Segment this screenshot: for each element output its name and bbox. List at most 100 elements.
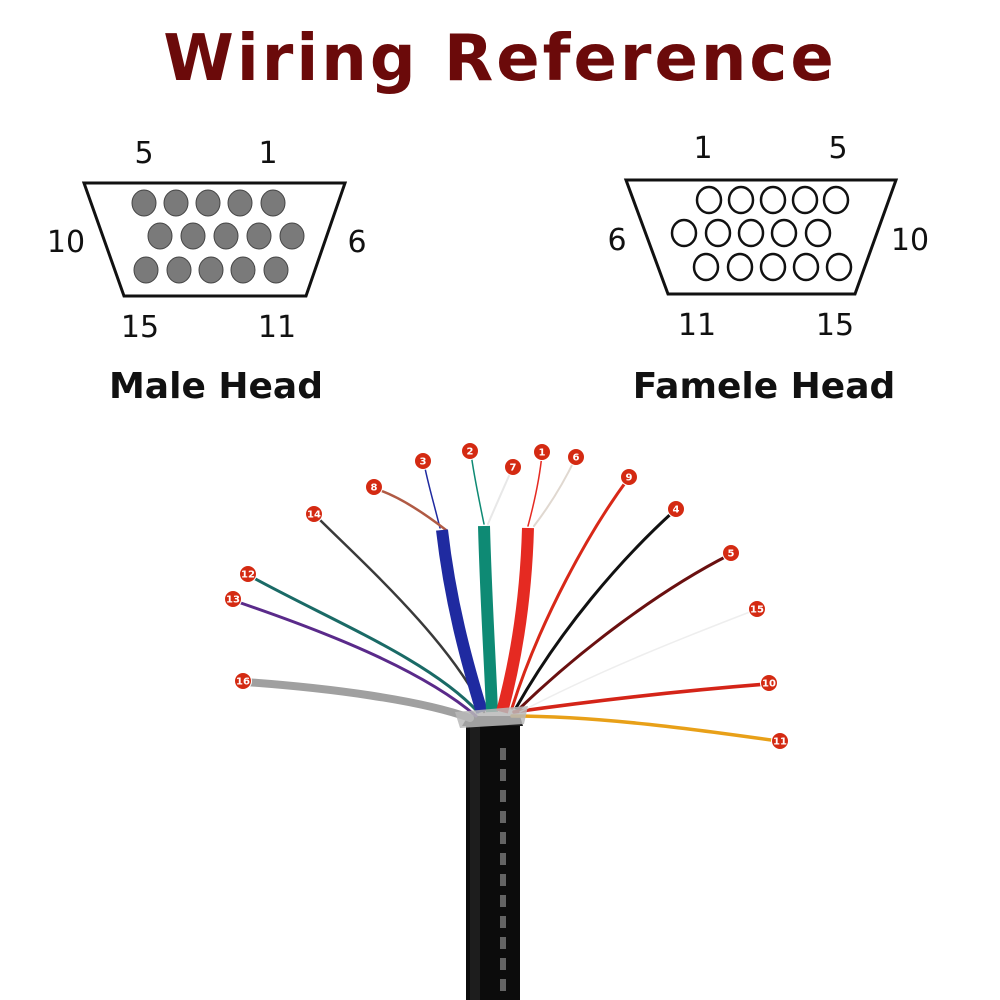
wire-badge-number-4: 4 bbox=[673, 505, 680, 516]
female-pin-10 bbox=[804, 218, 832, 248]
wire-badge-16 bbox=[234, 672, 252, 690]
jacket-print-mark bbox=[500, 895, 506, 907]
female-pin-11 bbox=[692, 252, 720, 282]
female-pin-3 bbox=[759, 185, 787, 215]
female-pin-9 bbox=[770, 218, 798, 248]
wire-badge-12 bbox=[239, 565, 257, 583]
wire-badge-14 bbox=[305, 505, 323, 523]
wire-badge-number-9: 9 bbox=[626, 473, 633, 484]
female-pin-4 bbox=[791, 185, 819, 215]
diagram-title: Wiring Reference bbox=[163, 22, 837, 96]
female-pin-label-5: 5 bbox=[828, 131, 847, 166]
cable-jacket-print bbox=[500, 748, 506, 991]
wire-badge-2 bbox=[461, 442, 479, 460]
wire-badge-number-6: 6 bbox=[573, 453, 580, 464]
female-pin-label-10: 10 bbox=[891, 223, 929, 258]
wire-badge-number-8: 8 bbox=[371, 483, 378, 494]
core-insulation-1 bbox=[496, 527, 534, 714]
male-pin-label-15: 15 bbox=[121, 310, 159, 345]
jacket-print-mark bbox=[500, 748, 506, 760]
jacket-print-mark bbox=[500, 811, 506, 823]
wire-badge-number-7: 7 bbox=[510, 463, 517, 474]
wire-badge-5 bbox=[722, 544, 740, 562]
jacket-print-mark bbox=[500, 832, 506, 844]
female-head-label: Famele Head bbox=[632, 366, 896, 407]
male-pin-1 bbox=[260, 189, 286, 217]
wire-badge-7 bbox=[504, 458, 522, 476]
male-pin-label-10: 10 bbox=[47, 225, 85, 260]
male-pin-13 bbox=[198, 256, 224, 284]
female-pin-14 bbox=[792, 252, 820, 282]
wire-badge-number-15: 15 bbox=[750, 605, 764, 616]
core-insulation-3 bbox=[436, 529, 488, 714]
female-pin-2 bbox=[727, 185, 755, 215]
wire-badge-number-5: 5 bbox=[728, 549, 735, 560]
jacket-print-mark bbox=[500, 979, 506, 991]
wire-badge-number-11: 11 bbox=[773, 737, 787, 748]
jacket-print-mark bbox=[500, 769, 506, 781]
wire-badge-6 bbox=[567, 448, 585, 466]
wire-badge-number-3: 3 bbox=[420, 457, 427, 468]
female-pin-7 bbox=[704, 218, 732, 248]
male-pin-9 bbox=[180, 222, 206, 250]
male-pin-label-5: 5 bbox=[134, 136, 153, 171]
male-pin-12 bbox=[230, 256, 256, 284]
female-pin-5 bbox=[822, 185, 850, 215]
female-pin-15 bbox=[825, 252, 853, 282]
male-head-label: Male Head bbox=[108, 366, 323, 407]
male-pin-6 bbox=[279, 222, 305, 250]
wire-badge-number-2: 2 bbox=[467, 447, 474, 458]
wire-2 bbox=[470, 452, 485, 525]
male-pin-3 bbox=[195, 189, 221, 217]
wire-badge-number-13: 13 bbox=[226, 595, 240, 606]
jacket-print-mark bbox=[500, 937, 506, 949]
male-pin-label-6: 6 bbox=[347, 225, 366, 260]
core-insulation-2 bbox=[478, 525, 498, 713]
jacket-print-mark bbox=[500, 790, 506, 802]
wire-bundle bbox=[233, 452, 780, 743]
female-pin-label-1: 1 bbox=[693, 131, 712, 166]
female-connector: 1 5 6 10 11 15 bbox=[607, 131, 929, 343]
wire-12 bbox=[248, 574, 480, 714]
male-pin-5 bbox=[131, 189, 157, 217]
wire-badge-number-14: 14 bbox=[307, 510, 321, 521]
wire-badge-15 bbox=[748, 600, 766, 618]
wire-badge-8 bbox=[365, 478, 383, 496]
wire-badge-10 bbox=[760, 674, 778, 692]
female-pin-8 bbox=[737, 218, 765, 248]
female-pin-grid bbox=[670, 185, 853, 282]
jacket-print-mark bbox=[500, 958, 506, 970]
wire-badge-4 bbox=[667, 500, 685, 518]
wire-10 bbox=[512, 682, 769, 714]
wire-badge-1 bbox=[533, 443, 551, 461]
male-connector: 5 1 10 6 15 11 bbox=[47, 136, 367, 345]
wire-11 bbox=[510, 714, 780, 743]
male-pin-11 bbox=[263, 256, 289, 284]
female-pin-label-11: 11 bbox=[678, 308, 716, 343]
wire-badge-13 bbox=[224, 590, 242, 608]
cable-shield-braid bbox=[455, 706, 528, 728]
wire-1 bbox=[527, 453, 543, 527]
male-pin-label-1: 1 bbox=[258, 136, 277, 171]
wire-13 bbox=[233, 599, 478, 718]
male-pin-4 bbox=[163, 189, 189, 217]
wire-badge-number-16: 16 bbox=[236, 677, 250, 688]
male-pin-14 bbox=[166, 256, 192, 284]
wire-5 bbox=[516, 553, 731, 712]
wire-4 bbox=[514, 509, 676, 710]
wire-badge-11 bbox=[771, 732, 789, 750]
male-pin-8 bbox=[213, 222, 239, 250]
jacket-print-mark bbox=[500, 874, 506, 886]
wire-badge-3 bbox=[414, 452, 432, 470]
wire-badge-9 bbox=[620, 468, 638, 486]
cable-jacket-highlight bbox=[470, 722, 480, 1000]
female-pin-13 bbox=[759, 252, 787, 282]
wire-badge-number-12: 12 bbox=[241, 570, 255, 581]
female-pin-6 bbox=[670, 218, 698, 248]
wire-badge-number-10: 10 bbox=[762, 679, 776, 690]
wire-7 bbox=[487, 468, 513, 525]
